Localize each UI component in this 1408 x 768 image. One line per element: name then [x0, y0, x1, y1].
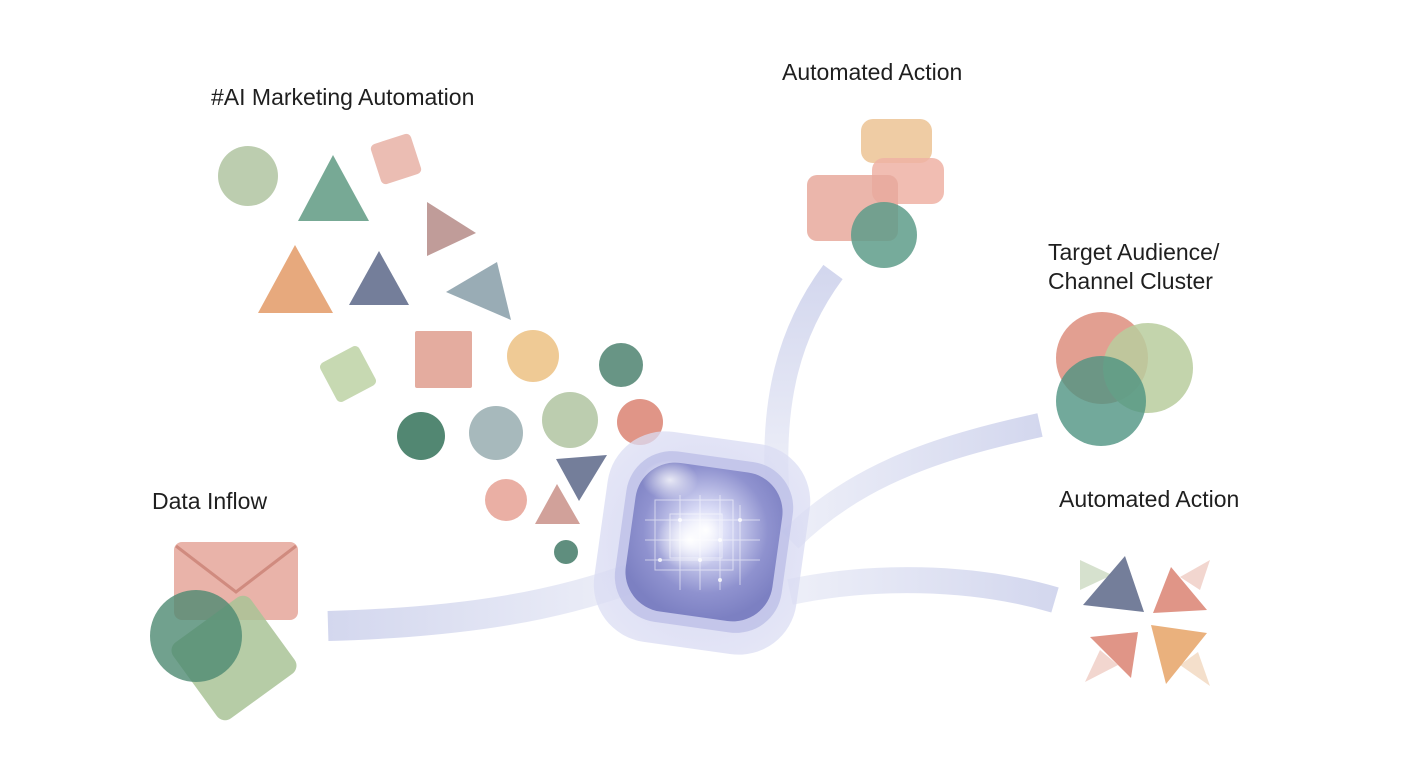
shape-square [320, 346, 376, 402]
shape-triangle [535, 484, 580, 524]
shape-circle [554, 540, 578, 564]
shape-triangle [556, 455, 607, 501]
shape-circle [542, 392, 598, 448]
envelope-and-document-icon [150, 542, 298, 721]
shape-square [415, 331, 472, 388]
shape-circle [218, 146, 278, 206]
overlapping-circles-venn-icon [1056, 312, 1193, 446]
shape-circle [469, 406, 523, 460]
converging-arrows-icon [1080, 556, 1210, 686]
shape-triangle [427, 202, 476, 256]
label-automated-action-top: Automated Action [782, 59, 963, 85]
shape-triangle [349, 251, 409, 305]
stacked-cards-icon [807, 119, 944, 268]
shape-square [370, 133, 422, 185]
shape-triangle [446, 262, 511, 320]
connector-bottom-action [787, 567, 1059, 613]
connector-audience [781, 413, 1043, 549]
diagram-title: #AI Marketing Automation [211, 84, 475, 110]
shape-triangle [258, 245, 333, 313]
label-target-audience: Target Audience/ Channel Cluster [1048, 239, 1220, 294]
label-automated-action-bottom: Automated Action [1059, 486, 1240, 512]
ai-processor-cube-icon [593, 431, 811, 655]
shape-circle [599, 343, 643, 387]
shape-circle [397, 412, 445, 460]
shape-circle [485, 479, 527, 521]
shape-triangle [298, 155, 369, 221]
shape-circle [507, 330, 559, 382]
connector-data-inflow [327, 560, 646, 641]
label-data-inflow: Data Inflow [152, 488, 268, 514]
scattered-shapes [218, 133, 663, 564]
